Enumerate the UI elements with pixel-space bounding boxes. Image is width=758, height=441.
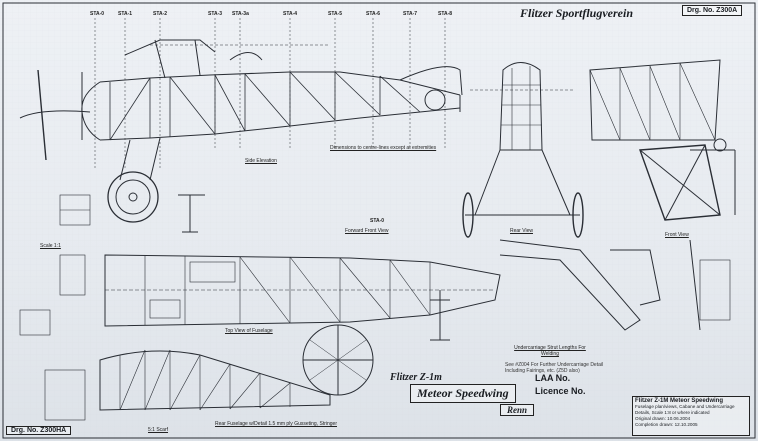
title-line-1: Flitzer Z-1m (390, 372, 442, 383)
rear-fuselage-caption: Rear Fuselage w/Detail 1.5 mm ply Gusset… (215, 421, 337, 427)
side-elevation-caption: Side Elevation (245, 158, 277, 164)
top-view-drawing (59, 239, 731, 341)
station-label: STA-0 (90, 11, 105, 17)
scale-caption: Scale 1:1 (40, 243, 61, 249)
station-label: STA-3 (208, 11, 223, 17)
station-label: STA-7 (403, 11, 418, 17)
station-label: STA-5 (328, 11, 343, 17)
station-label: STA-1 (118, 11, 133, 17)
table-row: Original drawn: 10.06.2004 (635, 416, 691, 421)
station-label: STA-6 (366, 11, 381, 17)
station-label: STA-8 (438, 11, 453, 17)
table-name: Flitzer Z-1M Meteor Speedwing (635, 398, 724, 404)
dimensions-note: Dimensions to centre-lines except at ext… (330, 145, 437, 151)
top-view-caption: Top View of Fuselage (225, 328, 273, 334)
drawing-number-bottom: Drg. No. Z300HA (6, 426, 72, 435)
forward-front-caption: Forward Front View (345, 228, 389, 234)
undercarriage-caption: Undercarriage Strut Lengths For Welding (514, 345, 586, 357)
side-elevation-drawing (19, 18, 463, 233)
rear-view-caption: Rear View (510, 228, 533, 234)
station-label: STA-4 (283, 11, 298, 17)
table-row: Details, Scale 1:8 or where indicated (635, 410, 710, 415)
scarf-caption: 5:1 Scarf (148, 427, 169, 433)
station-label: STA-0 (370, 218, 385, 224)
club-title: Flitzer Sportflugverein (520, 6, 634, 20)
drawing-table: Flitzer Z-1M Meteor Speedwing Fuselage p… (632, 396, 750, 436)
front-view-caption: Front View (665, 232, 689, 238)
rear-fuselage-drawing (19, 309, 374, 421)
table-row: Completion drawn: 12.10.2005 (635, 422, 698, 427)
title-line-2: Meteor Speedwing (410, 384, 516, 403)
station-label: STA-2 (153, 11, 168, 17)
licence-number: Licence No. (535, 386, 586, 396)
title-line-3: Renn (500, 404, 535, 416)
drawing-number-top: Drg. No. Z300A (682, 5, 743, 16)
station-label: STA-3a (232, 11, 249, 17)
table-row: Fuselage plan/views, Cabane and Undercar… (635, 404, 735, 409)
front-view-drawing (462, 59, 736, 238)
laa-number: LAA No. (535, 373, 571, 383)
undercarriage-note: See #Z004 For Further Undercarriage Deta… (505, 362, 604, 374)
